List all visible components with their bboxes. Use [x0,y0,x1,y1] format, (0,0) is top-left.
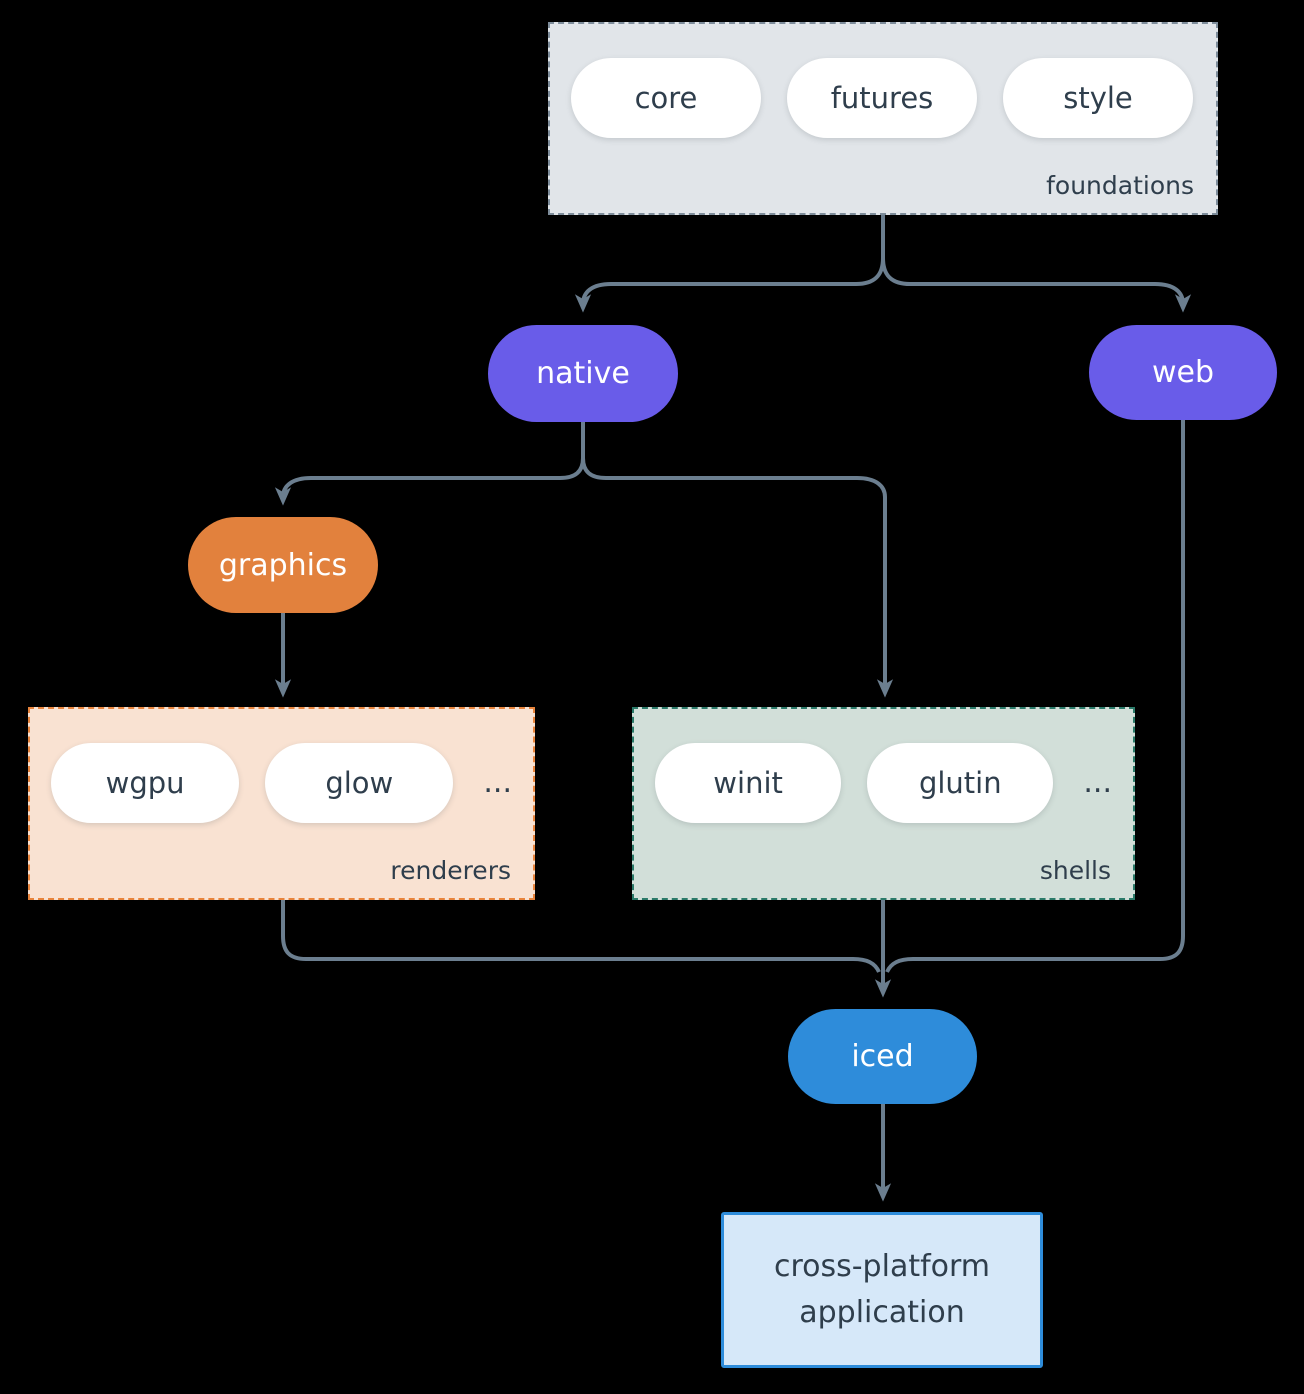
node-futures: futures [787,58,977,138]
group-renderers: wgpu glow ... renderers [28,707,535,900]
node-native: native [488,325,678,422]
edge-foundations-to-web [881,257,1192,313]
node-style: style [1003,58,1193,138]
renderers-pills-row: wgpu glow ... [30,709,533,823]
group-foundations: core futures style foundations [548,22,1218,215]
node-iced: iced [788,1009,977,1104]
node-graphics: graphics [188,517,378,613]
edge-web-to-iced [885,420,1185,973]
renderers-ellipsis: ... [483,765,512,800]
edge-foundations-to-native [574,215,885,313]
group-shells: winit glutin ... shells [632,707,1135,900]
shells-ellipsis: ... [1083,765,1112,800]
node-glutin: glutin [867,743,1054,823]
node-cross-platform-application: cross-platform application [721,1212,1043,1368]
node-core: core [571,58,761,138]
renderers-label: renderers [390,856,511,885]
edge-native-to-shells [581,457,894,698]
foundations-pills-row: core futures style [550,24,1216,138]
edge-native-to-graphics [274,422,585,506]
shells-label: shells [1039,856,1111,885]
node-web: web [1089,325,1277,420]
foundations-label: foundations [1046,171,1194,200]
node-winit: winit [655,743,842,823]
node-wgpu: wgpu [51,743,240,823]
shells-pills-row: winit glutin ... [634,709,1133,823]
edge-renderers-to-iced [281,900,881,973]
node-glow: glow [265,743,454,823]
